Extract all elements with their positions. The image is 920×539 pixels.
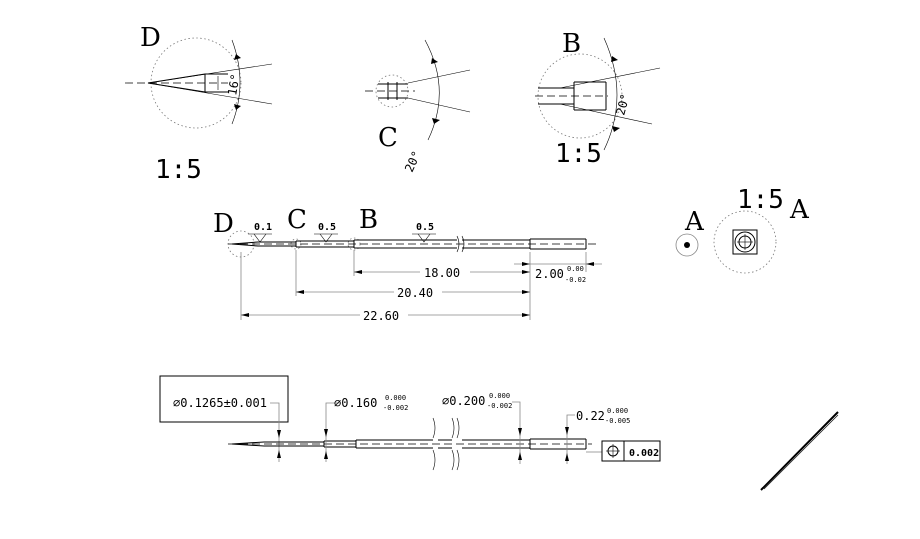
detail-a-label: A [789, 195, 810, 225]
svg-text:0.1: 0.1 [254, 222, 272, 233]
svg-text:0.00: 0.00 [567, 265, 584, 273]
svg-text:-0.002: -0.002 [487, 402, 512, 410]
detail-c-label: C [378, 123, 398, 153]
dim-dia-0-160: ⌀0.160 0.000 -0.002 [324, 394, 408, 462]
detail-d: D 16° 1:5 [125, 23, 273, 185]
dim-dia-0-200: ⌀0.200 0.000 -0.002 [442, 392, 522, 464]
detail-b-circle [537, 53, 623, 139]
detail-d-angle: 16° [225, 73, 243, 97]
detail-a: A 1:5 A [675, 185, 810, 274]
dim-22-60: 22.60 [241, 309, 530, 323]
roughness-mark-2: 0.5 [314, 222, 338, 243]
detail-a-scale: 1:5 [737, 185, 784, 215]
detail-d-scale: 1:5 [155, 155, 202, 185]
detail-b-angle: 20° [613, 92, 632, 117]
detail-c-angle: 20° [402, 149, 424, 175]
svg-text:-0.002: -0.002 [383, 404, 408, 412]
detail-b-label: B [562, 29, 581, 59]
side-label-c: C [287, 205, 307, 235]
needle-isometric [760, 411, 839, 491]
dim-2-00: 2.00 0.00 -0.02 [514, 262, 602, 284]
svg-text:20.40: 20.40 [397, 286, 433, 300]
svg-text:0.5: 0.5 [416, 222, 434, 233]
roughness-mark-3: 0.5 [412, 222, 436, 243]
side-needle-tip [231, 241, 296, 247]
roughness-mark-1: 0.1 [248, 222, 272, 243]
svg-text:22.60: 22.60 [363, 309, 399, 323]
side-label-b: B [359, 205, 378, 235]
svg-text:2.00: 2.00 [535, 267, 564, 281]
diameter-view: ⌀0.1265±0.001 ⌀0.160 0.000 -0.002 [159, 375, 661, 471]
detail-b: B 20° 1:5 [535, 29, 661, 169]
svg-text:⌀0.160: ⌀0.160 [334, 396, 377, 410]
svg-text:-0.02: -0.02 [565, 276, 586, 284]
dim-18-00: 18.00 [354, 266, 530, 280]
diameter-needle-tip [231, 441, 324, 447]
svg-text:0.5: 0.5 [318, 222, 336, 233]
end-view-a-label: A [684, 207, 705, 237]
detail-c: C 20° [365, 39, 471, 175]
detail-d-label: D [140, 23, 161, 53]
svg-text:⌀0.200: ⌀0.200 [442, 394, 485, 408]
detail-a-circle [713, 210, 777, 274]
end-view-a-circle [675, 233, 699, 257]
dim-0-22: 0.22 0.000 -0.005 [565, 407, 630, 464]
svg-text:0.000: 0.000 [385, 394, 406, 402]
svg-text:0.000: 0.000 [489, 392, 510, 400]
svg-text:0.22: 0.22 [576, 409, 605, 423]
side-view: D C B 0.1 0.5 0.5 [213, 205, 602, 323]
side-break-mark [456, 235, 465, 253]
gdt-value: 0.002 [629, 448, 659, 459]
side-label-d: D [213, 209, 234, 239]
boxed-dimension: ⌀0.1265±0.001 [173, 396, 267, 410]
svg-text:18.00: 18.00 [424, 266, 460, 280]
gdt-position-frame: 0.002 [586, 440, 661, 462]
boxed-dimension-frame [159, 375, 289, 423]
dim-20-40: 20.40 [296, 286, 530, 300]
detail-b-scale: 1:5 [555, 139, 602, 169]
svg-text:-0.005: -0.005 [605, 417, 630, 425]
svg-text:0.000: 0.000 [607, 407, 628, 415]
